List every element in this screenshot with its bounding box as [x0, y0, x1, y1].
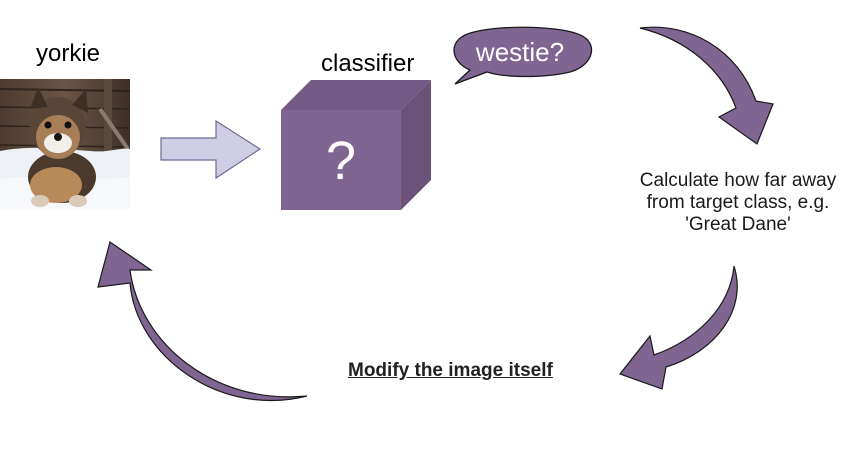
classifier-box-top — [281, 80, 431, 110]
classifier-label: classifier — [321, 50, 415, 77]
classifier-question-mark: ? — [325, 131, 357, 191]
input-arrow — [160, 119, 262, 180]
speech-bubble — [453, 26, 593, 85]
input-image-label: yorkie — [36, 40, 101, 67]
dog-photo — [0, 79, 130, 209]
classifier-box-side — [401, 80, 431, 210]
curved-arrow-to-modify — [619, 265, 738, 390]
prediction-text: westie? — [475, 37, 565, 67]
classifier-box-front — [281, 110, 401, 210]
calculate-distance-text: Calculate how far away from target class… — [639, 170, 837, 235]
classifier-box — [281, 80, 431, 210]
curved-arrow-to-calculate — [639, 26, 774, 145]
modify-image-text: Modify the image itself — [348, 360, 553, 381]
curved-arrow-to-image — [97, 241, 308, 401]
